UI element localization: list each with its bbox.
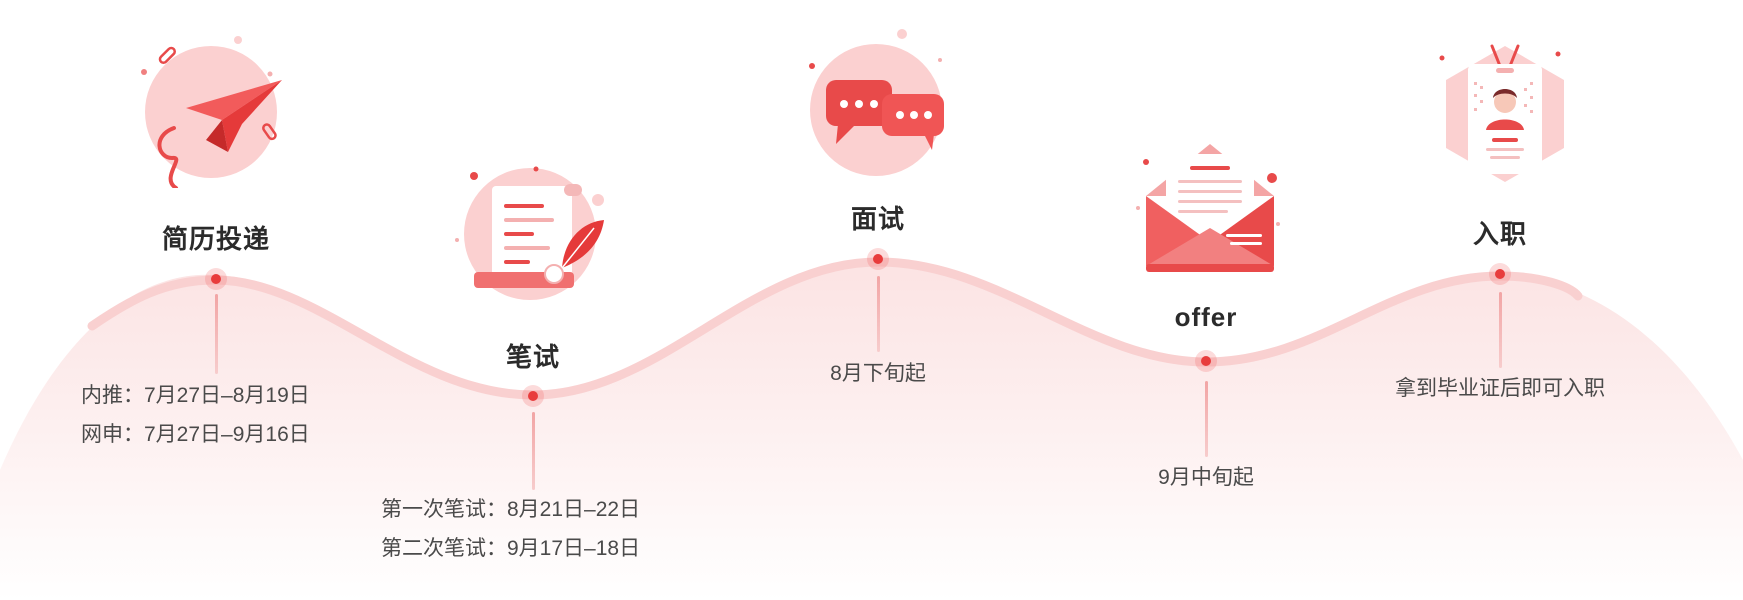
stage-details-onboarding: 拿到毕业证后即可入职 [1395,369,1605,408]
chat-bubbles-icon [796,26,956,176]
timeline-dot-written-test [522,385,544,407]
detail-line: 9月中旬起 [1158,466,1254,489]
stem-offer [1204,381,1208,457]
stage-details-offer: 9月中旬起 [1158,458,1254,497]
timeline-dot-offer [1195,350,1217,372]
timeline-dot-interview [867,248,889,270]
timeline-dot-onboarding [1489,263,1511,285]
stem-resume [214,294,218,374]
detail-line: 拿到毕业证后即可入职 [1395,377,1605,400]
stage-details-resume: 内推：7月27日–8月19日 网申：7月27日–9月16日 [81,376,310,454]
scroll-quill-icon [454,160,614,310]
detail-line: 8月下旬起 [830,362,926,385]
id-badge-icon [1430,38,1580,188]
stem-written-test [531,412,535,490]
stem-interview [876,276,880,352]
envelope-letter-icon [1130,136,1290,276]
stem-onboarding [1498,292,1502,368]
detail-line: 第二次笔试：9月17日–18日 [381,537,641,560]
hill-shape [0,260,1743,600]
stage-title-resume: 简历投递 [161,224,271,254]
stage-title-onboarding: 入职 [1472,219,1528,249]
stage-details-interview: 8月下旬起 [830,354,926,393]
detail-line: 网申：7月27日–9月16日 [81,423,310,446]
detail-line: 内推：7月27日–8月19日 [81,384,310,407]
stage-details-written-test: 第一次笔试：8月21日–22日 第二次笔试：9月17日–18日 [381,490,640,568]
timeline-dot-resume [205,268,227,290]
detail-line: 第一次笔试：8月21日–22日 [381,498,641,521]
stage-title-written-test: 笔试 [505,342,561,372]
stage-title-offer: offer [1174,302,1238,332]
timeline-wave [87,257,1583,400]
paper-plane-icon [130,28,290,190]
stage-title-interview: 面试 [850,204,906,234]
